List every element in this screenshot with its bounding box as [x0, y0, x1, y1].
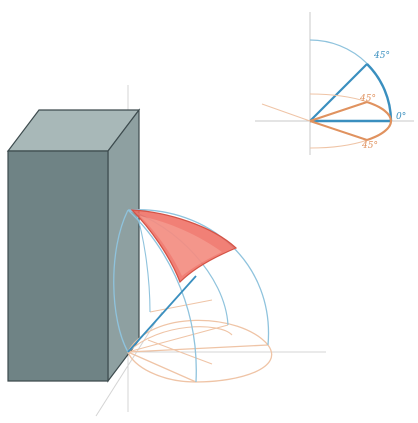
- red-patch-edge: [131, 209, 181, 283]
- arc-back: [113, 209, 129, 353]
- inset-orange-ray-light: [261, 103, 311, 122]
- inset-blue-arc-thick: [366, 63, 393, 122]
- box-front-face: [7, 150, 109, 382]
- inset-label-orange-45: 45°: [359, 94, 376, 104]
- inset-label-blue-45: 45°: [373, 51, 390, 61]
- angle-inset: 45° 45° 45° 0°: [255, 12, 414, 155]
- base-ray-3: [127, 324, 229, 353]
- base-ray-1: [127, 344, 269, 353]
- red-patch: [130, 209, 238, 284]
- wall-box: [6, 108, 141, 383]
- arc-radius-blue: [127, 275, 197, 353]
- inset-label-orange-neg45: 45°: [361, 141, 378, 151]
- main-figure: [6, 85, 326, 417]
- inset-orange-ray-up: [309, 101, 368, 122]
- base-ray-4: [147, 339, 213, 365]
- base-ray-5: [149, 299, 213, 313]
- inset-orange-ellipse-thick: [366, 100, 393, 142]
- inset-label-zero: 0°: [396, 112, 406, 122]
- inset-blue-ray-45: [309, 63, 368, 122]
- main-depth-axis: [95, 311, 163, 417]
- base-ellipse-mid: [127, 326, 233, 353]
- base-orange-curves: [127, 299, 273, 383]
- box-side-face: [107, 108, 140, 383]
- red-patch-highlight: [140, 216, 222, 276]
- base-ellipse-outer: [127, 319, 273, 383]
- inset-orange-ray-down: [309, 120, 368, 141]
- arc-inner: [135, 211, 151, 313]
- base-ray-2: [127, 351, 197, 383]
- arc-front: [127, 209, 197, 383]
